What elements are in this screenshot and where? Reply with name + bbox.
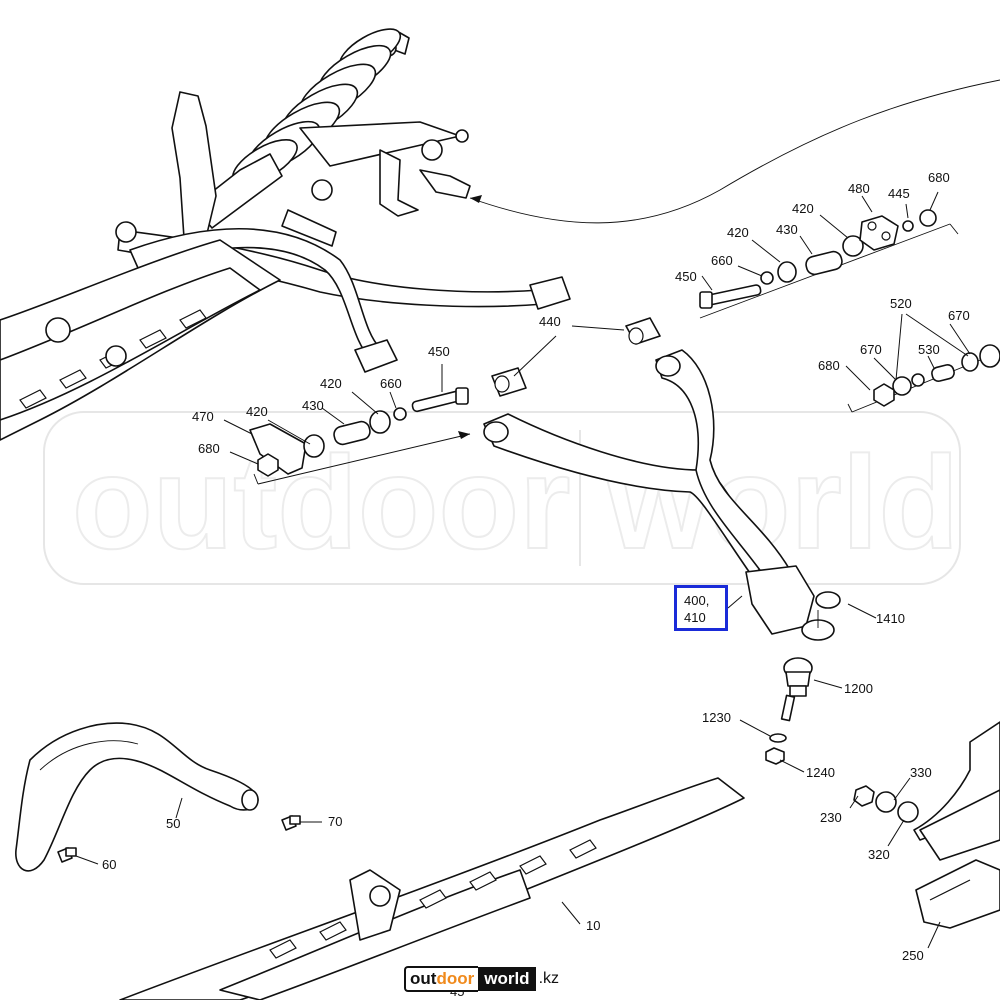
label-420-left: 420	[246, 404, 268, 419]
label-470: 470	[192, 409, 214, 424]
label-420-mid: 420	[727, 225, 749, 240]
chassis-rail	[0, 221, 281, 441]
label-60: 60	[102, 857, 116, 872]
label-445: 445	[888, 186, 910, 201]
ball-joint	[765, 657, 813, 765]
site-logo: outdoor world .kz	[404, 966, 559, 992]
label-670-right: 670	[948, 308, 970, 323]
label-70: 70	[328, 814, 342, 829]
logo-part-3: .kz	[538, 970, 560, 987]
label-250: 250	[902, 948, 924, 963]
shock-absorber	[193, 28, 471, 229]
label-660-left: 660	[380, 376, 402, 391]
ski-10	[119, 777, 745, 1000]
callout-line-1: 400,	[684, 593, 710, 608]
part-labels: 480 445 680 420 420 430 660 450 440 520 …	[102, 170, 970, 999]
label-1230: 1230	[702, 710, 731, 725]
screw-60	[57, 847, 77, 863]
label-450-left: 450	[428, 344, 450, 359]
highlighted-part-callout[interactable]: 400, 410	[674, 585, 728, 631]
hardware-lower-right	[853, 785, 919, 823]
ski-section-right	[913, 721, 1000, 929]
label-330: 330	[910, 765, 932, 780]
leader-lines	[75, 191, 971, 949]
label-1200: 1200	[844, 681, 873, 696]
label-530: 530	[918, 342, 940, 357]
logo-part-2: world	[478, 967, 536, 991]
label-440: 440	[539, 314, 561, 329]
lower-a-arm	[483, 349, 841, 641]
bushings-440	[491, 317, 661, 397]
label-230: 230	[820, 810, 842, 825]
label-420-top: 420	[792, 201, 814, 216]
label-430-left: 430	[302, 398, 324, 413]
label-670-left: 670	[860, 342, 882, 357]
hardware-group-left	[249, 387, 471, 485]
arrow-head	[470, 195, 482, 203]
label-1240: 1240	[806, 765, 835, 780]
label-680-left: 680	[198, 441, 220, 456]
ski-handle	[15, 722, 259, 872]
screw-70	[281, 815, 301, 831]
label-430-top: 430	[776, 222, 798, 237]
label-480: 480	[848, 181, 870, 196]
label-420-left-top: 420	[320, 376, 342, 391]
label-1410: 1410	[876, 611, 905, 626]
logo-part-1: outdoor	[404, 966, 479, 992]
connector-curve	[469, 79, 1000, 224]
callout-line-2: 410	[684, 610, 706, 625]
label-320: 320	[868, 847, 890, 862]
label-680-right: 680	[818, 358, 840, 373]
label-680-top: 680	[928, 170, 950, 185]
label-450-top: 450	[675, 269, 697, 284]
label-10: 10	[586, 918, 600, 933]
label-660-top: 660	[711, 253, 733, 268]
hardware-group-right	[847, 344, 1000, 413]
label-50: 50	[166, 816, 180, 831]
label-520: 520	[890, 296, 912, 311]
hardware-group-upper-right	[699, 209, 959, 319]
